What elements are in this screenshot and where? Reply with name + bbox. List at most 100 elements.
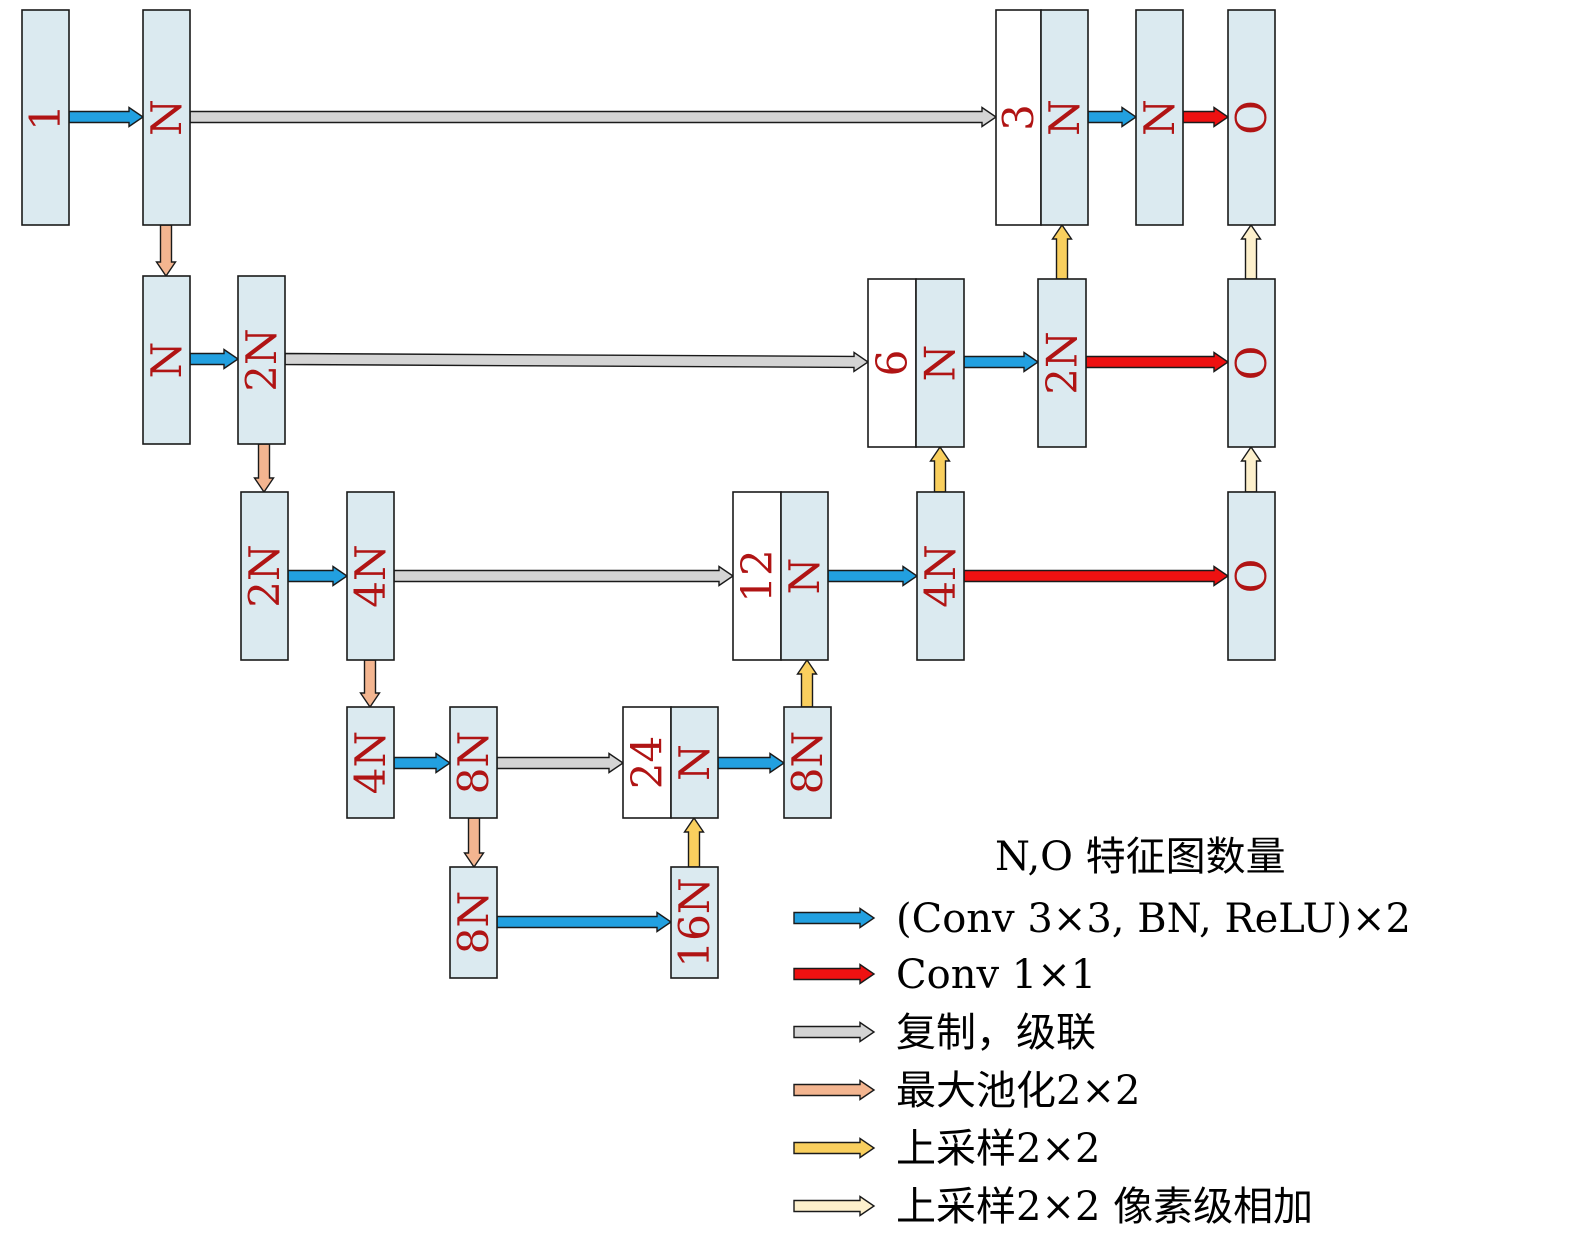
legend-label: 最大池化2×2: [896, 1068, 1140, 1114]
feature-block: 2N: [1037, 278, 1087, 448]
maxpool-arrow: [359, 659, 381, 709]
copy-arrow: [496, 752, 625, 774]
upsample-arrow: [796, 658, 818, 708]
block-label: 8N: [783, 731, 832, 794]
feature-block-rect: [240, 491, 289, 661]
feature-block: 16N: [670, 866, 719, 979]
conv3x3-arrow: [393, 752, 452, 774]
feature-block: N: [142, 275, 191, 445]
block-label: 24: [623, 736, 672, 789]
conv3x3-arrow: [496, 911, 673, 933]
block-label: 12: [733, 549, 782, 602]
feature-block: 24: [622, 706, 672, 819]
concat-block-rect: [732, 491, 782, 661]
upsample-arrow: [1051, 223, 1073, 280]
block-label: 8N: [449, 891, 498, 954]
feature-block-rect: [780, 491, 829, 661]
block-label: N: [142, 99, 191, 136]
block-label: 8N: [449, 731, 498, 794]
feature-block: 8N: [783, 706, 832, 819]
feature-block-rect: [346, 491, 395, 661]
feature-block-rect: [1037, 278, 1087, 448]
block-label: 16N: [670, 877, 719, 967]
block-label: O: [1227, 346, 1276, 380]
block-label: N: [1040, 99, 1089, 136]
conv1x1-arrow: [963, 565, 1230, 587]
legend-swatch-arrow: [793, 1021, 876, 1043]
feature-block: 1: [21, 9, 70, 226]
feature-block: 4N: [346, 706, 395, 819]
feature-block-rect: [449, 866, 498, 979]
block-label: 6: [868, 350, 917, 377]
maxpool-arrow: [155, 224, 177, 278]
feature-block: 4N: [916, 491, 965, 661]
arrow-layer: [68, 106, 1262, 933]
legend-item-maxpool: 最大池化2×2: [793, 1068, 1140, 1114]
feature-block: O: [1227, 9, 1276, 226]
block-label: O: [1227, 559, 1276, 593]
conv1x1-arrow: [1085, 351, 1230, 373]
feature-block-rect: [449, 706, 498, 819]
concat-block-rect: [995, 9, 1042, 226]
conv1x1-arrow: [1182, 106, 1230, 128]
feature-block: 12: [732, 491, 782, 661]
legend-title: N,O 特征图数量: [995, 834, 1286, 880]
feature-block-rect: [670, 706, 719, 819]
feature-block-rect: [237, 275, 286, 445]
feature-block: 2N: [240, 491, 289, 661]
block-label: 1: [21, 104, 70, 131]
feature-block-rect: [783, 706, 832, 819]
conv3x3-arrow: [287, 565, 349, 587]
feature-block: N: [780, 491, 829, 661]
legend-swatch-arrow: [793, 963, 876, 985]
legend-item-conv1x1: Conv 1×1: [793, 952, 1096, 998]
conv3x3-arrow: [827, 565, 919, 587]
feature-block-rect: [1227, 491, 1276, 661]
block-label: 4N: [346, 731, 395, 794]
legend-label: 上采样2×2 像素级相加: [896, 1184, 1313, 1230]
feature-block-rect: [142, 275, 191, 445]
feature-block: O: [1227, 278, 1276, 448]
concat-block-rect: [622, 706, 672, 819]
block-label: 2N: [240, 544, 289, 607]
conv3x3-arrow: [963, 351, 1040, 373]
copy-arrow: [393, 565, 735, 587]
legend-swatch-arrow: [793, 1195, 876, 1217]
upsample-add-arrow: [1240, 445, 1262, 493]
block-label: N: [142, 342, 191, 379]
block-label: N: [670, 744, 719, 781]
feature-block-rect: [142, 9, 191, 226]
upsample-arrow: [683, 816, 705, 868]
legend-label: 复制，级联: [896, 1010, 1096, 1056]
legend-swatch-arrow: [793, 907, 876, 929]
feature-block-rect: [1227, 278, 1276, 448]
legend-label: 上采样2×2: [896, 1126, 1100, 1172]
block-label: O: [1227, 100, 1276, 134]
feature-block-rect: [915, 278, 965, 448]
feature-block: N: [1040, 9, 1089, 226]
block-label: 4N: [346, 544, 395, 607]
maxpool-arrow: [463, 817, 485, 869]
upsample-arrow: [929, 445, 951, 493]
feature-block: 8N: [449, 866, 498, 979]
legend-item-copy: 复制，级联: [793, 1010, 1096, 1056]
concat-block-rect: [867, 278, 917, 448]
conv3x3-arrow: [68, 106, 145, 128]
copy-arrow: [189, 106, 998, 128]
block-label: N: [916, 345, 965, 382]
upsample-add-arrow: [1240, 223, 1262, 280]
feature-block: 3: [994, 9, 1043, 226]
block-label: 2N: [237, 328, 286, 391]
conv3x3-arrow: [717, 752, 786, 774]
feature-block: N: [142, 9, 191, 226]
block-label: N: [780, 558, 829, 595]
feature-block: N: [915, 278, 965, 448]
feature-block-rect: [916, 491, 965, 661]
legend-swatch-arrow: [793, 1079, 876, 1101]
legend-item-upsample-add: 上采样2×2 像素级相加: [793, 1184, 1313, 1230]
block-label: 4N: [916, 544, 965, 607]
feature-block: O: [1227, 491, 1276, 661]
feature-block: 6: [867, 278, 917, 448]
